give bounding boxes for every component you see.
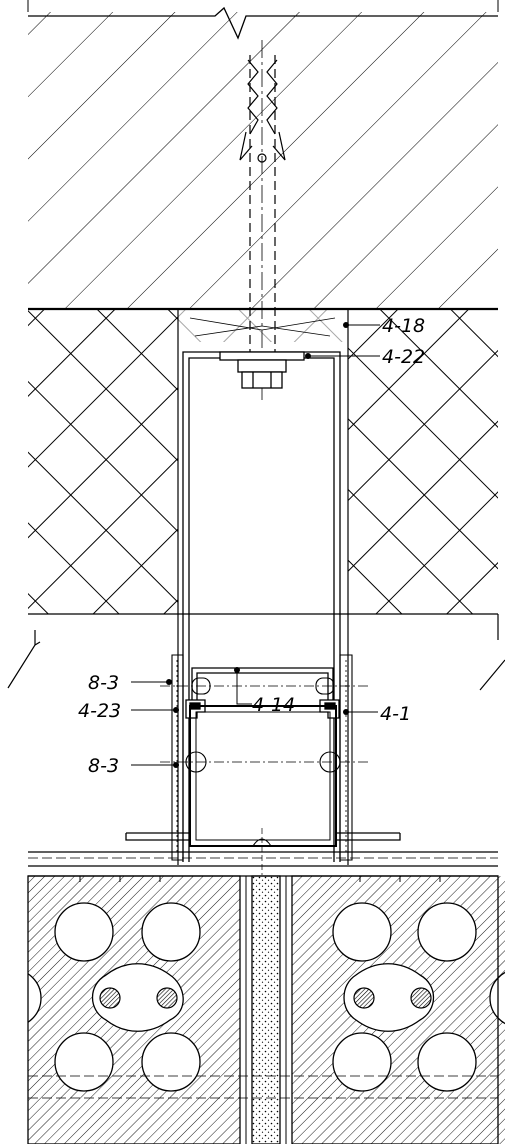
- callout-dots: [166, 322, 349, 768]
- label-4-1: 4-1: [380, 703, 411, 725]
- label-8-3-lower: 8-3: [88, 755, 119, 777]
- label-4-18: 4-18: [382, 315, 425, 337]
- callout-leaders: [131, 324, 380, 766]
- label-8-3-upper: 8-3: [88, 672, 119, 694]
- insulation-layer: [28, 310, 498, 615]
- break-line: [7, 614, 505, 691]
- cladding-panel: [27, 851, 505, 1144]
- bracket-profile: [171, 351, 353, 862]
- label-4-23: 4-23: [78, 700, 121, 722]
- insulation-dowel-plate: [177, 309, 349, 865]
- label-4-14: 4-14: [252, 694, 295, 716]
- anchor-dowel: [239, 40, 286, 400]
- square-tube: [125, 705, 401, 847]
- concrete-wall: [27, 0, 499, 311]
- label-4-22: 4-22: [382, 346, 425, 368]
